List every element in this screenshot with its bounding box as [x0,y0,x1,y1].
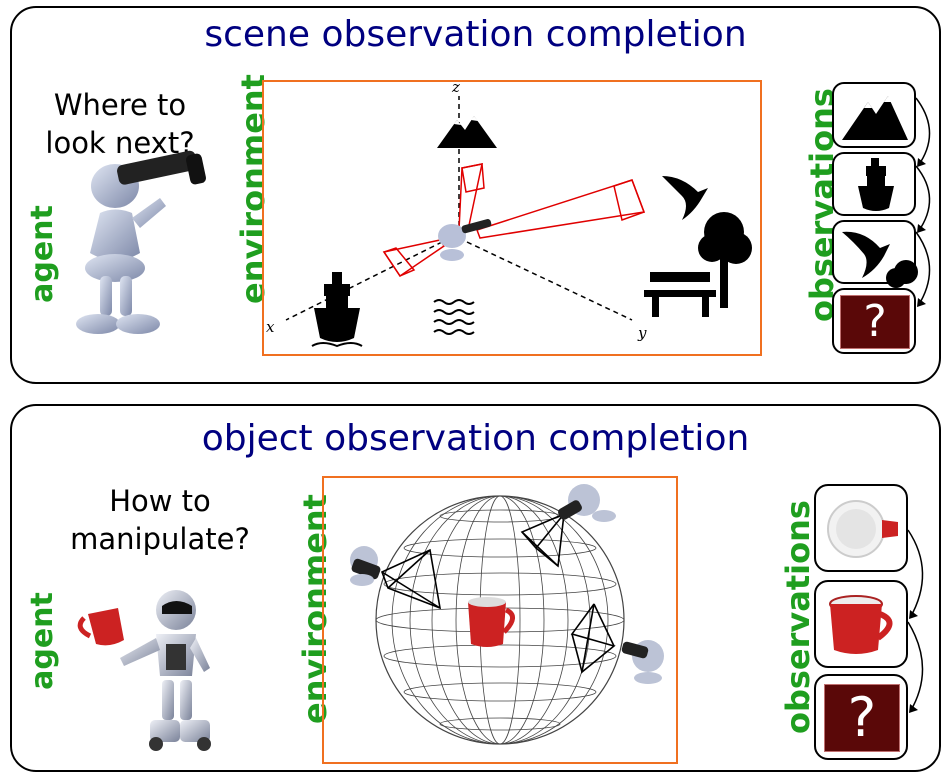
object-completion-panel: object observation completion [10,404,941,772]
observation-tile-mountain [832,82,916,148]
viewing-sphere [375,495,625,745]
observation-tile-unknown: ? [832,288,916,354]
unknown-observation-mark: ? [840,295,910,349]
unknown-observation-mark: ? [824,684,900,752]
x-axis-label: x [266,318,275,336]
object-diagram [350,484,664,745]
observation-sequence-arrows [907,529,924,713]
panel-title: object observation completion [201,418,750,459]
observation-tile-ship [832,152,916,216]
z-axis-label: z [451,78,460,96]
camera-frustum-top [520,512,565,568]
robot-camera-left-icon [350,546,381,586]
mug-side-view-icon [829,595,893,654]
mountain-icon [437,116,497,148]
camera-frustum-right [570,603,616,674]
scene-diagram: z x y [266,78,752,348]
robot-holding-mug-icon [77,590,211,751]
camera-frustum-left [380,548,442,610]
observation-tile-mug-side [814,580,908,668]
water-icon [433,299,475,335]
robot-camera-top-icon [558,484,616,522]
mountain-icon [842,96,908,140]
robot-telescope-icon [76,150,207,334]
scene-environment-box [262,80,762,356]
observation-sequence-arrows [915,97,931,307]
mug-icon [468,597,515,647]
y-axis [466,241,633,321]
ship-icon [858,158,894,211]
panel-title: scene observation completion [204,14,747,55]
scene-completion-panel: scene observation completion [10,6,941,384]
ship-icon [311,272,363,348]
bird-icon [662,176,708,220]
agent-question: Where to look next? [45,88,195,160]
camera-frustum-left [382,239,446,278]
observation-tile-unknown: ? [814,674,908,760]
object-environment-box [322,476,678,764]
bird-icon [842,231,918,288]
x-axis [285,241,443,321]
bench-icon [644,272,716,317]
robot-camera-right-icon [621,640,664,684]
observation-tile-bird [832,220,918,288]
camera-frustum-right [476,179,646,239]
agent-label: agent [25,205,60,303]
tree-icon [698,212,752,308]
observations-label: observations [779,500,817,734]
mug-top-view-icon [827,500,898,558]
camera-frustum-up [458,163,485,231]
observation-tile-mug-top [814,484,908,572]
agent-question: How to manipulate? [70,484,250,556]
y-axis-label: y [637,324,647,342]
robot-center-icon [438,219,492,261]
agent-label: agent [25,592,60,690]
